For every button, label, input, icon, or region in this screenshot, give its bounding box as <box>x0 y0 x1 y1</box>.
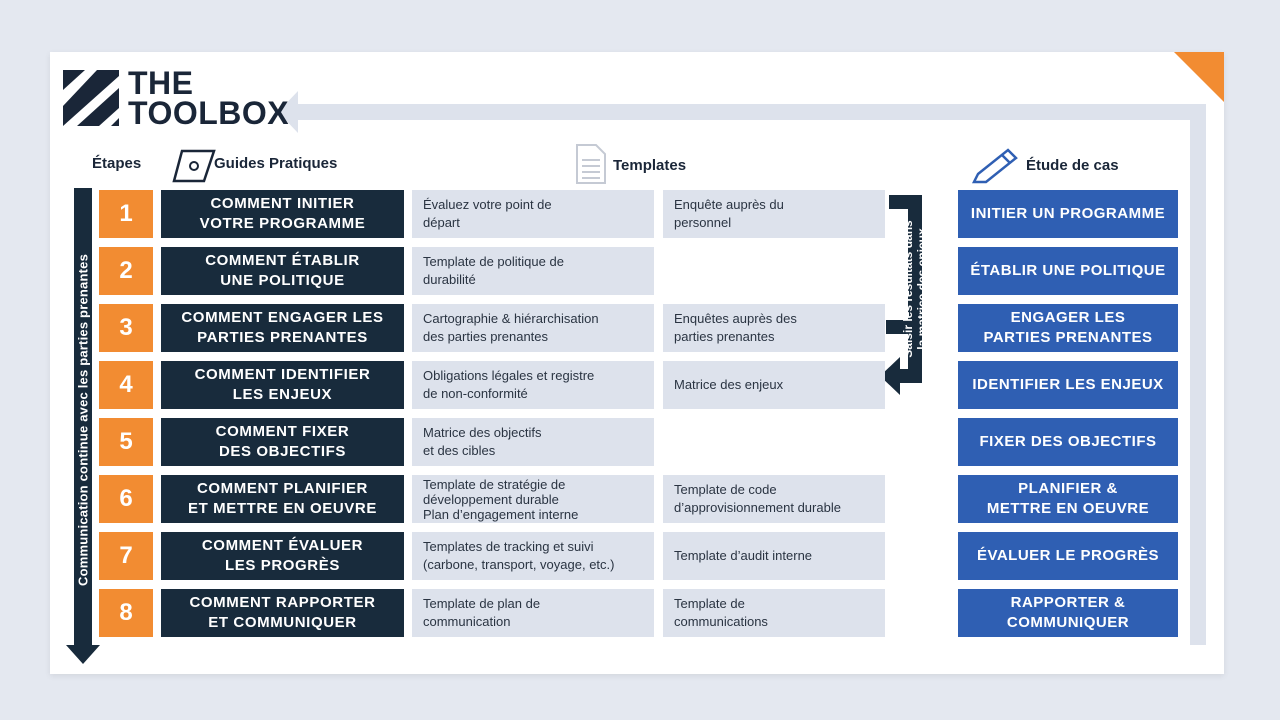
step-number: 5 <box>99 418 153 466</box>
case-study-button[interactable]: RAPPORTER & COMMUNIQUER <box>958 589 1178 637</box>
guide-button[interactable]: COMMENT PLANIFIER ET METTRE EN OEUVRE <box>161 475 404 523</box>
case-study-button[interactable]: FIXER DES OBJECTIFS <box>958 418 1178 466</box>
compass-icon <box>172 149 216 183</box>
template-item[interactable]: Matrice des enjeux <box>663 361 885 409</box>
case-study-button[interactable]: ÉVALUER LE PROGRÈS <box>958 532 1178 580</box>
step-number: 6 <box>99 475 153 523</box>
case-study-button[interactable]: ÉTABLIR UNE POLITIQUE <box>958 247 1178 295</box>
template-item[interactable]: Enquête auprès du personnel <box>663 190 885 238</box>
step-number: 7 <box>99 532 153 580</box>
guide-button[interactable]: COMMENT IDENTIFIER LES ENJEUX <box>161 361 404 409</box>
case-study-button[interactable]: PLANIFIER & METTRE EN OEUVRE <box>958 475 1178 523</box>
template-item[interactable]: Obligations légales et registre de non-c… <box>412 361 654 409</box>
case-study-button[interactable]: IDENTIFIER LES ENJEUX <box>958 361 1178 409</box>
step-number: 2 <box>99 247 153 295</box>
bracket-label: Saisir les résultats dans la matrice des… <box>901 220 929 358</box>
template-item[interactable]: Template de stratégie de développement d… <box>412 475 654 523</box>
template-item[interactable]: Templates de tracking et suivi (carbone,… <box>412 532 654 580</box>
template-item[interactable]: Template de code d’approvisionnement dur… <box>663 475 885 523</box>
template-item[interactable]: Cartographie & hiérarchisation des parti… <box>412 304 654 352</box>
template-item[interactable]: Évaluez votre point de départ <box>412 190 654 238</box>
logo-text: THE TOOLBOX <box>128 65 290 131</box>
pencil-icon <box>971 148 1018 184</box>
guide-button[interactable]: COMMENT FIXER DES OBJECTIFS <box>161 418 404 466</box>
header-etapes: Étapes <box>92 155 142 172</box>
template-item[interactable]: Matrice des objectifs et des cibles <box>412 418 654 466</box>
template-item[interactable]: Template de politique de durabilité <box>412 247 654 295</box>
template-item[interactable]: Template d’audit interne <box>663 532 885 580</box>
communication-label: Communication continue avec les parties … <box>75 253 91 587</box>
guide-button[interactable]: COMMENT ÉVALUER LES PROGRÈS <box>161 532 404 580</box>
template-item[interactable]: Enquêtes auprès des parties prenantes <box>663 304 885 352</box>
guide-button[interactable]: COMMENT ÉTABLIR UNE POLITIQUE <box>161 247 404 295</box>
guide-button[interactable]: COMMENT ENGAGER LES PARTIES PRENANTES <box>161 304 404 352</box>
case-study-button[interactable]: ENGAGER LES PARTIES PRENANTES <box>958 304 1178 352</box>
toolbox-logo-icon <box>63 70 119 126</box>
header-templates: Templates <box>613 157 687 174</box>
case-study-button[interactable]: INITIER UN PROGRAMME <box>958 190 1178 238</box>
guide-button[interactable]: COMMENT RAPPORTER ET COMMUNIQUER <box>161 589 404 637</box>
header-etude: Étude de cas <box>1026 157 1119 174</box>
template-item[interactable]: Template de communications <box>663 589 885 637</box>
header-guides: Guides Pratiques <box>214 155 338 172</box>
step-number: 4 <box>99 361 153 409</box>
document-icon <box>576 144 606 184</box>
step-number: 8 <box>99 589 153 637</box>
step-number: 3 <box>99 304 153 352</box>
step-number: 1 <box>99 190 153 238</box>
guide-button[interactable]: COMMENT INITIER VOTRE PROGRAMME <box>161 190 404 238</box>
template-item[interactable]: Template de plan de communication <box>412 589 654 637</box>
corner-fold-icon <box>1174 52 1224 102</box>
